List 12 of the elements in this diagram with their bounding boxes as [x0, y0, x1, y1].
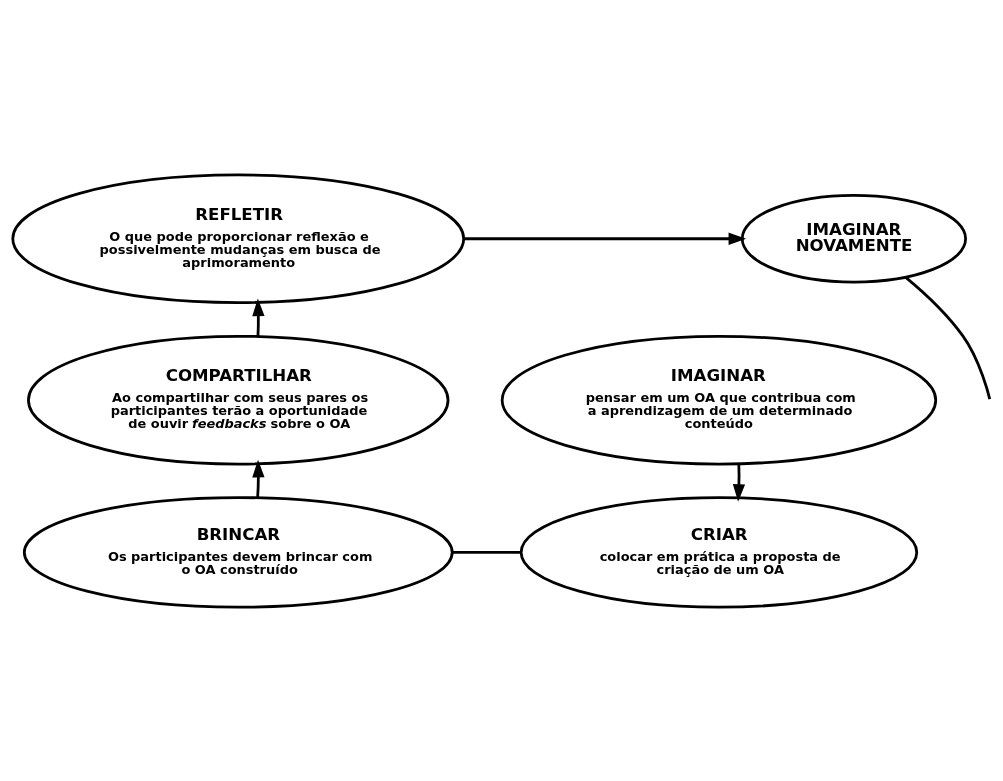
- node-ellipse: REFLETIR O que pode proporcionar reflexão e possivelmente mudanças em busca de aprimoramento: [11, 173, 466, 304]
- node-ellipse: CRIAR colocar em prática a proposta de criação de um OA: [519, 495, 919, 609]
- connector: [452, 550, 521, 554]
- arrow: [732, 463, 746, 502]
- arrow: [252, 459, 265, 498]
- arrow: [464, 232, 747, 245]
- node-ellipse: IMAGINAR pensar em um OA que contribua com a aprendizagem de um determinado conteúdo: [500, 334, 938, 465]
- arrow: [252, 298, 265, 336]
- node-ellipse: BRINCAR Os participantes devem brincar com o OA construído: [22, 495, 454, 609]
- node-ellipse: COMPARTILHAR Ao compartilhar com seus pares os participantes terão a oportunidade de ouvir feedbacks sobre o OA: [27, 334, 450, 465]
- node-ellipse: IMAGINAR NOVAMENTE: [740, 193, 967, 283]
- connector: [904, 275, 992, 399]
